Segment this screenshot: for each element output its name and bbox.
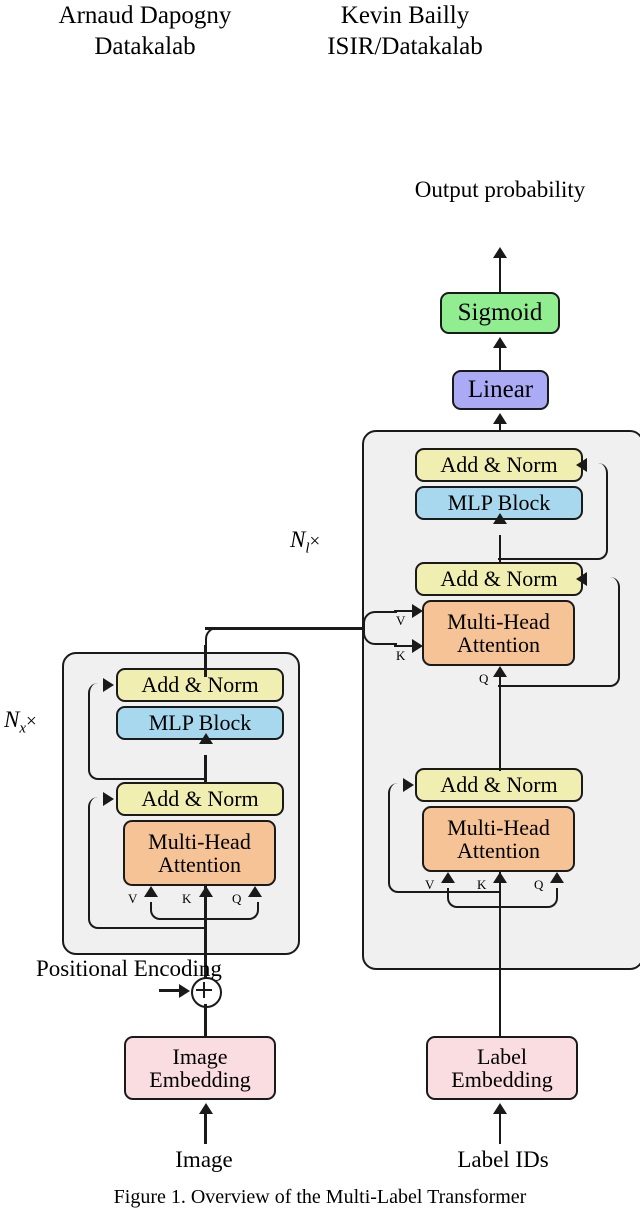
encoder-repeat-label: Nx× bbox=[4, 707, 37, 737]
decoder-self-k-arrowhead bbox=[493, 872, 507, 883]
encoder-mlp-stub bbox=[204, 740, 207, 744]
decoder-self-residual-corner bbox=[388, 783, 500, 893]
author-name: Kevin Bailly bbox=[340, 2, 470, 29]
authors-block: Arnaud Dapogny Datakalab Kevin Bailly IS… bbox=[0, 0, 640, 72]
decoder-cross-residual-corner bbox=[498, 577, 620, 687]
encoder-to-decoder-line bbox=[205, 627, 365, 630]
encoder-self-k-label: K bbox=[182, 891, 192, 906]
encoder-mlp-residual-corner bbox=[88, 683, 206, 780]
encoder-mlp-arrowhead bbox=[198, 733, 213, 744]
encoder-output-corner bbox=[205, 627, 231, 653]
decoder-cross-residual-arrowhead bbox=[576, 572, 587, 586]
encoder-mlp-residual-arrowhead bbox=[103, 678, 114, 692]
arrowhead-sigmoid bbox=[493, 337, 507, 348]
image-input-line bbox=[204, 1112, 207, 1144]
author-1: Kevin Bailly ISIR/Datakalab bbox=[260, 0, 550, 62]
decoder-self-v-arrowhead bbox=[441, 872, 455, 883]
vk-fork-upper bbox=[363, 611, 397, 629]
positional-encoding-label: Positional Encoding bbox=[36, 956, 222, 981]
decoder-v-line bbox=[394, 609, 416, 613]
author-name: Arnaud Dapogny bbox=[58, 2, 232, 29]
architecture-diagram: Output probability Sigmoid Linear Nl× Ad… bbox=[0, 150, 640, 1190]
decoder-self-attention: Multi-Head Attention bbox=[422, 806, 575, 872]
encoder-self-q-fork bbox=[204, 902, 259, 920]
decoder-mlp-stub bbox=[498, 520, 502, 524]
input-image-label: Image bbox=[175, 1147, 233, 1172]
decoder-k-line bbox=[394, 644, 416, 648]
figure-caption: Figure 1. Overview of the Multi-Label Tr… bbox=[113, 1186, 527, 1208]
decoder-cross-q-arrowhead bbox=[493, 666, 507, 677]
arrowhead-output bbox=[493, 247, 507, 258]
label-embedding-up-line bbox=[498, 992, 502, 1038]
decoder-cross-q-label: Q bbox=[479, 671, 489, 686]
author-0: Arnaud Dapogny Datakalab bbox=[0, 0, 290, 62]
decoder-self-q-fork bbox=[498, 888, 558, 908]
label-input-arrowhead bbox=[493, 1103, 507, 1114]
image-input-arrowhead bbox=[198, 1103, 213, 1114]
positional-encoding-arrow-line bbox=[159, 989, 181, 992]
encoder-self-k-arrowhead bbox=[198, 886, 213, 897]
decoder-mlp-arrowhead bbox=[493, 513, 507, 524]
encoder-self-residual-arrowhead bbox=[103, 792, 114, 806]
encoder-self-v-arrowhead bbox=[144, 886, 158, 897]
encoder-self-residual-corner bbox=[88, 797, 206, 929]
encoder-self-v-label: V bbox=[128, 891, 138, 906]
node-image-embedding: Image Embedding bbox=[124, 1036, 276, 1100]
decoder-self-q-arrowhead bbox=[550, 872, 564, 883]
decoder-self-v-label: V bbox=[425, 877, 435, 892]
embedding-to-plus-line bbox=[204, 1004, 207, 1036]
vk-fork-lower bbox=[363, 627, 397, 645]
decoder-self-q-label: Q bbox=[534, 877, 544, 892]
arrow-linear-to-sigmoid bbox=[498, 346, 502, 372]
decoder-mlp-residual-corner bbox=[498, 463, 608, 560]
author-affiliation: ISIR/Datakalab bbox=[327, 33, 483, 60]
arrowhead-linear bbox=[493, 413, 507, 424]
label-input-line bbox=[498, 1112, 502, 1144]
decoder-cross-q-line bbox=[498, 675, 502, 715]
decoder-mlp-block: MLP Block bbox=[415, 486, 583, 520]
input-label-ids-label: Label IDs bbox=[457, 1147, 549, 1172]
encoder-self-attention: Multi-Head Attention bbox=[123, 820, 276, 886]
decoder-mlp-residual-arrowhead bbox=[576, 458, 587, 472]
decoder-self-residual-arrowhead bbox=[403, 778, 414, 792]
decoder-self-k-label: K bbox=[477, 877, 487, 892]
arrow-sigmoid-to-output bbox=[498, 256, 502, 292]
encoder-self-q-label: Q bbox=[232, 891, 242, 906]
encoder-self-q-arrowhead bbox=[248, 886, 262, 897]
decoder-self-v-fork bbox=[447, 888, 500, 908]
decoder-self-input-main bbox=[498, 872, 502, 992]
decoder-self-to-cross-line bbox=[498, 715, 502, 771]
encoder-self-v-fork bbox=[150, 902, 205, 920]
decoder-k-arrowhead bbox=[412, 639, 423, 653]
decoder-v-arrowhead bbox=[412, 604, 423, 618]
decoder-repeat-label: Nl× bbox=[290, 527, 321, 557]
node-linear: Linear bbox=[452, 370, 549, 410]
encoder-self-input-main bbox=[204, 886, 207, 1026]
node-label-embedding: Label Embedding bbox=[426, 1036, 578, 1100]
decoder-k-label: K bbox=[396, 648, 406, 663]
decoder-cross-attention: Multi-Head Attention bbox=[422, 600, 575, 666]
decoder-v-label: V bbox=[396, 613, 406, 628]
positional-encoding-arrowhead bbox=[179, 983, 190, 998]
positional-add-icon bbox=[191, 977, 222, 1008]
author-affiliation: Datakalab bbox=[94, 33, 196, 60]
encoder-output-vertical bbox=[204, 645, 207, 677]
node-sigmoid: Sigmoid bbox=[440, 292, 560, 334]
output-probability-label: Output probability bbox=[414, 177, 586, 202]
